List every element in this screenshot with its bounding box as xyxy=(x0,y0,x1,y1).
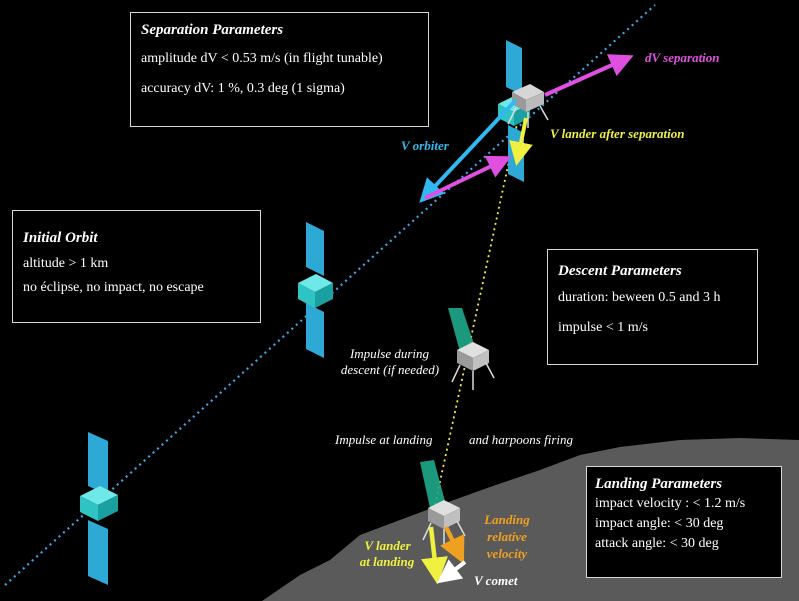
v-comet-label: V comet xyxy=(474,573,518,588)
landing-relative-velocity-label-1: Landing xyxy=(484,512,530,527)
dv-separation-label: dV separation xyxy=(645,50,720,65)
harpoons-firing-label: and harpoons firing xyxy=(469,432,574,447)
initial-orbit-altitude: altitude > 1 km xyxy=(23,256,109,271)
v-lander-at-landing-label-2: at landing xyxy=(359,554,415,569)
impulse-at-landing-label: Impulse at landing xyxy=(335,432,433,447)
landing-impact-angle: impact angle: < 30 deg xyxy=(595,516,724,531)
lander-at-separation xyxy=(507,84,549,128)
descent-parameters-title: Descent Parameters xyxy=(558,263,682,279)
separation-parameters-box: Separation Parameters amplitude dV < 0.5… xyxy=(130,12,429,127)
impulse-during-descent-label-2: descent (if needed) xyxy=(340,362,440,377)
landing-parameters-box: Landing Parameters impact velocity : < 1… xyxy=(586,466,782,578)
lander-during-descent xyxy=(448,308,495,390)
v-comet-arrow xyxy=(436,559,467,584)
landing-attack-angle: attack angle: < 30 deg xyxy=(595,536,719,551)
descent-impulse: impulse < 1 m/s xyxy=(558,320,648,335)
separation-parameters-title: Separation Parameters xyxy=(141,22,284,38)
initial-orbit-title: Initial Orbit xyxy=(23,230,98,246)
dv-separation-triangle-arrow xyxy=(424,155,512,200)
orbiter-spacecraft-mid xyxy=(298,222,333,358)
orbiter-spacecraft-low xyxy=(80,432,118,585)
descent-duration: duration: beween 0.5 and 3 h xyxy=(558,290,721,305)
v-lander-after-separation-arrow xyxy=(509,117,533,166)
v-lander-at-landing-label-1: V lander xyxy=(364,538,411,553)
separation-amplitude: amplitude dV < 0.53 m/s (in flight tunab… xyxy=(141,51,383,66)
impulse-during-descent-label-1: Impulse during xyxy=(349,346,430,361)
landing-parameters-title: Landing Parameters xyxy=(595,476,723,492)
v-orbiter-label: V orbiter xyxy=(401,138,449,153)
v-orbiter-arrow xyxy=(419,98,518,203)
descent-parameters-box: Descent Parameters duration: beween 0.5 … xyxy=(547,249,758,365)
v-lander-after-separation-label: V lander after separation xyxy=(550,126,685,141)
initial-orbit-box: Initial Orbit altitude > 1 km no éclipse… xyxy=(12,210,261,323)
separation-accuracy: accuracy dV: 1 %, 0.3 deg (1 sigma) xyxy=(141,81,345,96)
orbit-path xyxy=(4,4,656,586)
landing-relative-velocity-arrow xyxy=(440,526,465,565)
dv-separation-arrow xyxy=(544,54,634,97)
landing-impact-velocity: impact velocity : < 1.2 m/s xyxy=(595,496,746,511)
lander-at-landing xyxy=(420,460,466,548)
landing-relative-velocity-label-2: relative xyxy=(487,529,527,544)
v-lander-at-landing-arrow xyxy=(421,526,448,585)
landing-relative-velocity-label-3: velocity xyxy=(486,546,528,561)
initial-orbit-constraints: no éclipse, no impact, no escape xyxy=(23,280,204,295)
